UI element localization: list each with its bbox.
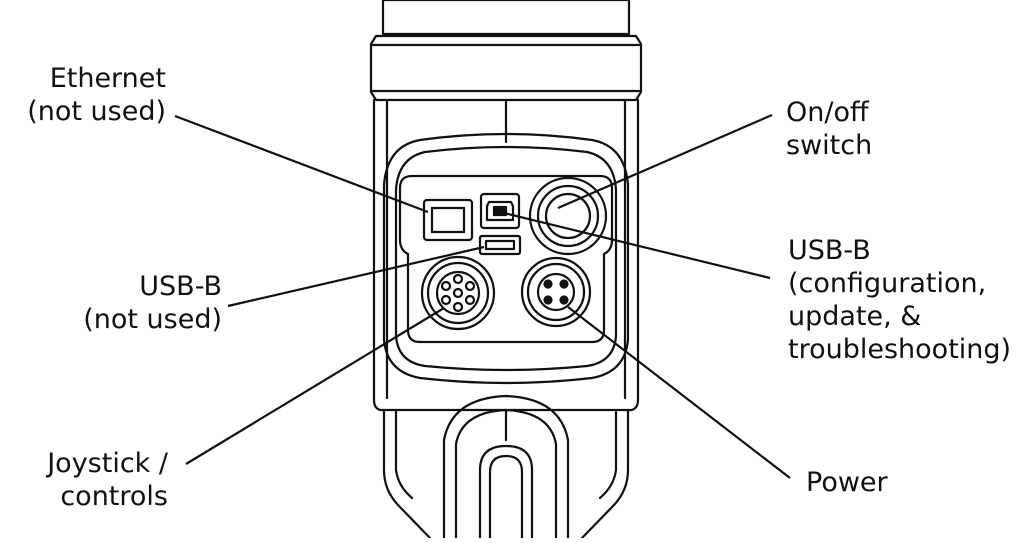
usb-b-config-label-line3: update, & bbox=[788, 301, 922, 332]
usb-b-config-label-line2: (configuration, bbox=[788, 268, 987, 299]
usb-b-unused-leader bbox=[227, 245, 485, 308]
usb-b-config-label: USB-B (configuration, update, & troubles… bbox=[788, 234, 1011, 366]
usb-b-config-port bbox=[479, 192, 521, 230]
power-leader bbox=[567, 306, 791, 479]
joystick-connector bbox=[420, 255, 496, 331]
ethernet-port bbox=[422, 198, 474, 242]
device-body bbox=[372, 98, 640, 442]
joystick-label-line1: Joystick / bbox=[47, 448, 168, 479]
onoff-label-line1: On/off bbox=[786, 97, 869, 128]
ethernet-label-line1: Ethernet bbox=[49, 63, 166, 94]
onoff-label-line2: switch bbox=[786, 130, 873, 161]
leader-lines bbox=[174, 113, 791, 479]
usb-b-config-leader bbox=[499, 210, 771, 280]
usb-b-config-label-line1: USB-B bbox=[788, 235, 871, 266]
front-panel bbox=[382, 132, 630, 385]
usb-b-unused-port bbox=[478, 234, 522, 256]
power-connector bbox=[520, 256, 592, 328]
power-label: Power bbox=[806, 466, 888, 499]
usb-b-unused-label-line1: USB-B bbox=[139, 271, 222, 302]
ethernet-leader bbox=[174, 114, 429, 214]
usb-b-unused-label: USB-B (not used) bbox=[0, 270, 222, 336]
joystick-label-line2: controls bbox=[60, 481, 168, 512]
usb-b-config-label-line4: troubleshooting) bbox=[788, 334, 1012, 365]
joystick-label: Joystick / controls bbox=[0, 447, 168, 513]
power-label-line1: Power bbox=[806, 467, 888, 498]
onoff-leader bbox=[557, 113, 773, 210]
usb-b-unused-label-line2: (not used) bbox=[83, 304, 222, 335]
ethernet-label-line2: (not used) bbox=[27, 96, 166, 127]
lower-housing bbox=[382, 394, 630, 540]
joystick-leader bbox=[185, 307, 445, 465]
top-cap bbox=[369, 0, 643, 102]
ethernet-label: Ethernet (not used) bbox=[0, 62, 166, 128]
onoff-label: On/off switch bbox=[786, 96, 872, 162]
onoff-switch bbox=[528, 176, 608, 256]
